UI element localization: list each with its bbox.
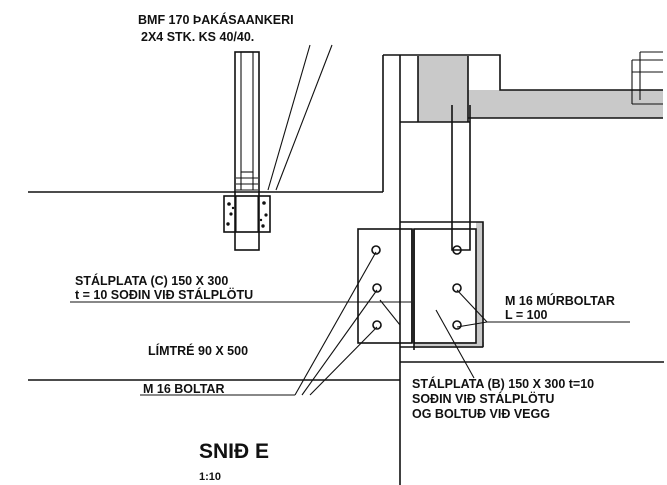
anchor-label-line2: 2X4 STK. KS 40/40. — [141, 30, 254, 44]
masonry-bolts-label-line1: M 16 MÚRBOLTAR — [505, 293, 615, 308]
masonry-bolts-label-line2: L = 100 — [505, 308, 548, 322]
wall-outline — [382, 51, 663, 222]
bolts-label: M 16 BOLTAR — [143, 382, 224, 396]
plate-c-label-line1: STÁLPLATA (C) 150 X 300 — [75, 273, 228, 288]
scale-label: 1:10 — [199, 471, 221, 483]
glulam-label: LÍMTRÉ 90 X 500 — [148, 343, 248, 358]
plate-b-label-line3: OG BOLTUÐ VIÐ VEGG — [412, 407, 550, 421]
section-title: SNIÐ E — [199, 440, 269, 463]
anchor-detail — [223, 51, 271, 251]
beam-lines — [28, 191, 664, 381]
plate-b-label-line2: SOÐIN VIÐ STÁLPLÖTU — [412, 391, 554, 406]
leader-lines — [70, 44, 630, 396]
wall-hatch — [414, 56, 663, 348]
steel-plate-c — [357, 228, 415, 350]
steel-plate-b — [413, 228, 477, 344]
plate-b-label-line1: STÁLPLATA (B) 150 X 300 t=10 — [412, 376, 594, 391]
plate-c-label-line2: t = 10 SOÐIN VIÐ STÁLPLÖTU — [75, 287, 253, 302]
anchor-label-line1: BMF 170 ÞAKÁSAANKERI — [138, 12, 294, 27]
